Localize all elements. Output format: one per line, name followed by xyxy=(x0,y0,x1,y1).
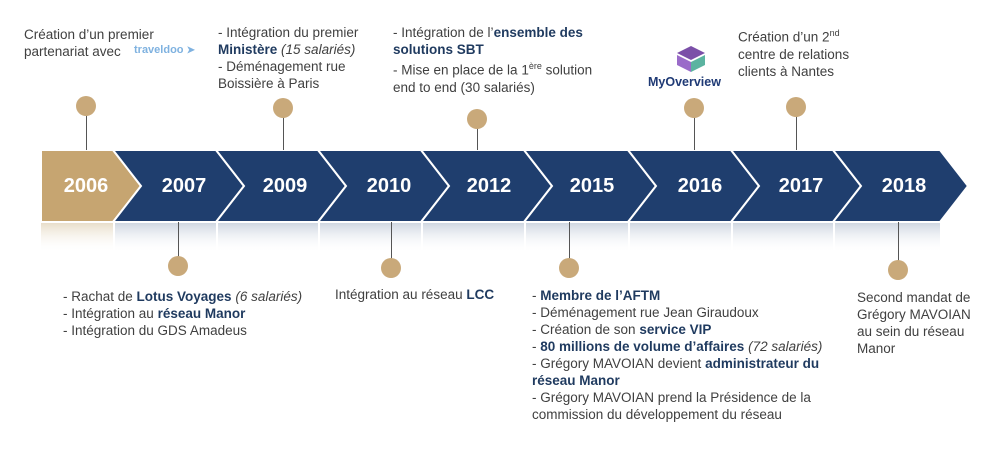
event-2017-line-2: centre de relations xyxy=(738,46,850,62)
connector-2017 xyxy=(796,107,797,150)
event-2012: - Intégration de l’ensemble des solution… xyxy=(393,24,592,96)
event-2017-line-3: clients à Nantes xyxy=(738,63,835,79)
event-2015-bold-3: service VIP xyxy=(639,322,712,337)
marker-dot-2016 xyxy=(684,98,704,118)
chevron-reflection-2017 xyxy=(733,223,833,253)
chevron-reflection-2006 xyxy=(41,223,113,253)
event-2007-line-1: - Rachat de xyxy=(63,289,137,304)
event-2017-sup: nd xyxy=(829,28,840,38)
event-2012-bold-2: solutions SBT xyxy=(393,42,484,57)
event-2009-line-1: - Intégration du premier xyxy=(218,25,359,40)
connector-2015 xyxy=(569,222,570,268)
connector-2016 xyxy=(694,107,695,150)
marker-dot-2010 xyxy=(381,258,401,278)
event-2017: Création d’un 2nd centre de relations cl… xyxy=(738,25,849,80)
event-2010-bold: LCC xyxy=(466,287,495,302)
event-2015-line-2: - Déménagement rue Jean Giraudoux xyxy=(532,305,759,320)
connector-2012 xyxy=(477,118,478,150)
event-2015-bold-4: 80 millions de volume d’affaires xyxy=(540,339,745,354)
chevron-2018 xyxy=(830,149,970,223)
connector-2010 xyxy=(391,222,392,267)
event-2012-line-3: - Mise en place de la 1 xyxy=(393,62,529,78)
chevron-reflection-2010 xyxy=(320,223,421,253)
year-2006: 2006 xyxy=(63,175,109,197)
year-2010: 2010 xyxy=(366,175,412,197)
myoverview-logo: MyOverview xyxy=(648,75,721,89)
event-2006-line-2: partenariat avec xyxy=(24,44,121,59)
paper-plane-icon: ➤ xyxy=(186,45,195,56)
event-2007-bold-2: réseau Manor xyxy=(157,306,246,321)
marker-dot-2015 xyxy=(559,258,579,278)
myoverview-logo-icon xyxy=(677,46,705,72)
event-2018-line-4: Manor xyxy=(857,341,896,356)
connector-2018 xyxy=(898,222,899,269)
event-2007: - Rachat de Lotus Voyages (6 salariés) -… xyxy=(63,288,302,339)
year-2018: 2018 xyxy=(881,175,927,197)
event-2009: - Intégration du premier Ministère (15 s… xyxy=(218,24,358,92)
event-2018-line-2: Grégory MAVOIAN xyxy=(857,307,971,322)
event-2018-line-1: Second mandat de xyxy=(857,290,971,305)
year-2009: 2009 xyxy=(262,175,308,197)
event-2006-line-1: Création d’un premier xyxy=(24,27,154,42)
event-2007-italic: (6 salariés) xyxy=(235,289,303,304)
traveldoo-logo: traveldoo ➤ xyxy=(134,44,195,56)
event-2015-bold-5: administrateur du xyxy=(705,356,820,371)
event-2015: - Membre de l’AFTM - Déménagement rue Je… xyxy=(532,288,823,422)
year-2007: 2007 xyxy=(161,175,207,197)
event-2007-line-2: - Intégration au xyxy=(63,306,158,321)
event-2015-line-5: - Grégory MAVOIAN devient xyxy=(532,356,706,371)
chevron-reflection-2015 xyxy=(526,223,628,253)
event-2012-line-4: end to end (30 salariés) xyxy=(393,79,535,95)
traveldoo-logo-text: traveldoo xyxy=(134,44,184,56)
event-2009-line-4: Boissière à Paris xyxy=(218,76,320,91)
marker-dot-2009 xyxy=(273,98,293,118)
marker-dot-2012 xyxy=(467,109,487,129)
year-2012: 2012 xyxy=(466,175,512,197)
event-2012-line-3b: solution xyxy=(541,62,593,78)
connector-2006 xyxy=(86,105,87,150)
chevron-reflection-2009 xyxy=(218,223,318,253)
marker-dot-2017 xyxy=(786,97,806,117)
event-2012-bold-1: ensemble des xyxy=(493,25,583,40)
event-2015-line-8: commission du développement du réseau xyxy=(532,407,782,422)
marker-dot-2006 xyxy=(76,96,96,116)
event-2015-bold-6: réseau Manor xyxy=(532,373,620,388)
event-2007-line-3: - Intégration du GDS Amadeus xyxy=(63,323,247,338)
connector-2007 xyxy=(178,222,179,265)
chevron-reflection-2016 xyxy=(630,223,731,253)
event-2018: Second mandat de Grégory MAVOIAN au sein… xyxy=(857,289,971,357)
event-2015-line-7: - Grégory MAVOIAN prend la Présidence de… xyxy=(532,390,811,405)
year-2015: 2015 xyxy=(569,175,615,197)
year-2016: 2016 xyxy=(677,175,723,197)
connector-2009 xyxy=(283,107,284,150)
chevron-reflection-2018 xyxy=(835,223,940,253)
chevron-reflection-2012 xyxy=(423,223,524,253)
event-2015-italic: (72 salariés) xyxy=(748,339,823,354)
event-2009-bold: Ministère xyxy=(218,42,278,57)
year-2017: 2017 xyxy=(778,175,824,197)
event-2018-line-3: au sein du réseau xyxy=(857,324,965,339)
event-2009-italic: (15 salariés) xyxy=(281,42,356,57)
event-2007-bold-1: Lotus Voyages xyxy=(136,289,232,304)
event-2012-sup: ère xyxy=(528,61,542,71)
event-2006: Création d’un premier partenariat avec xyxy=(24,26,154,60)
marker-dot-2018 xyxy=(888,260,908,280)
event-2012-line-1: - Intégration de l’ xyxy=(393,25,494,40)
event-2009-line-3: - Déménagement rue xyxy=(218,59,346,74)
event-2010: Intégration au réseau LCC xyxy=(335,286,494,303)
chevron-reflection-2007 xyxy=(115,223,216,253)
event-2010-text: Intégration au réseau xyxy=(335,287,467,302)
event-2015-line-3: - Création de son xyxy=(532,322,640,337)
event-2017-line-1: Création d’un 2 xyxy=(738,29,830,45)
marker-dot-2007 xyxy=(168,256,188,276)
event-2015-bold-1: Membre de l’AFTM xyxy=(540,288,661,303)
